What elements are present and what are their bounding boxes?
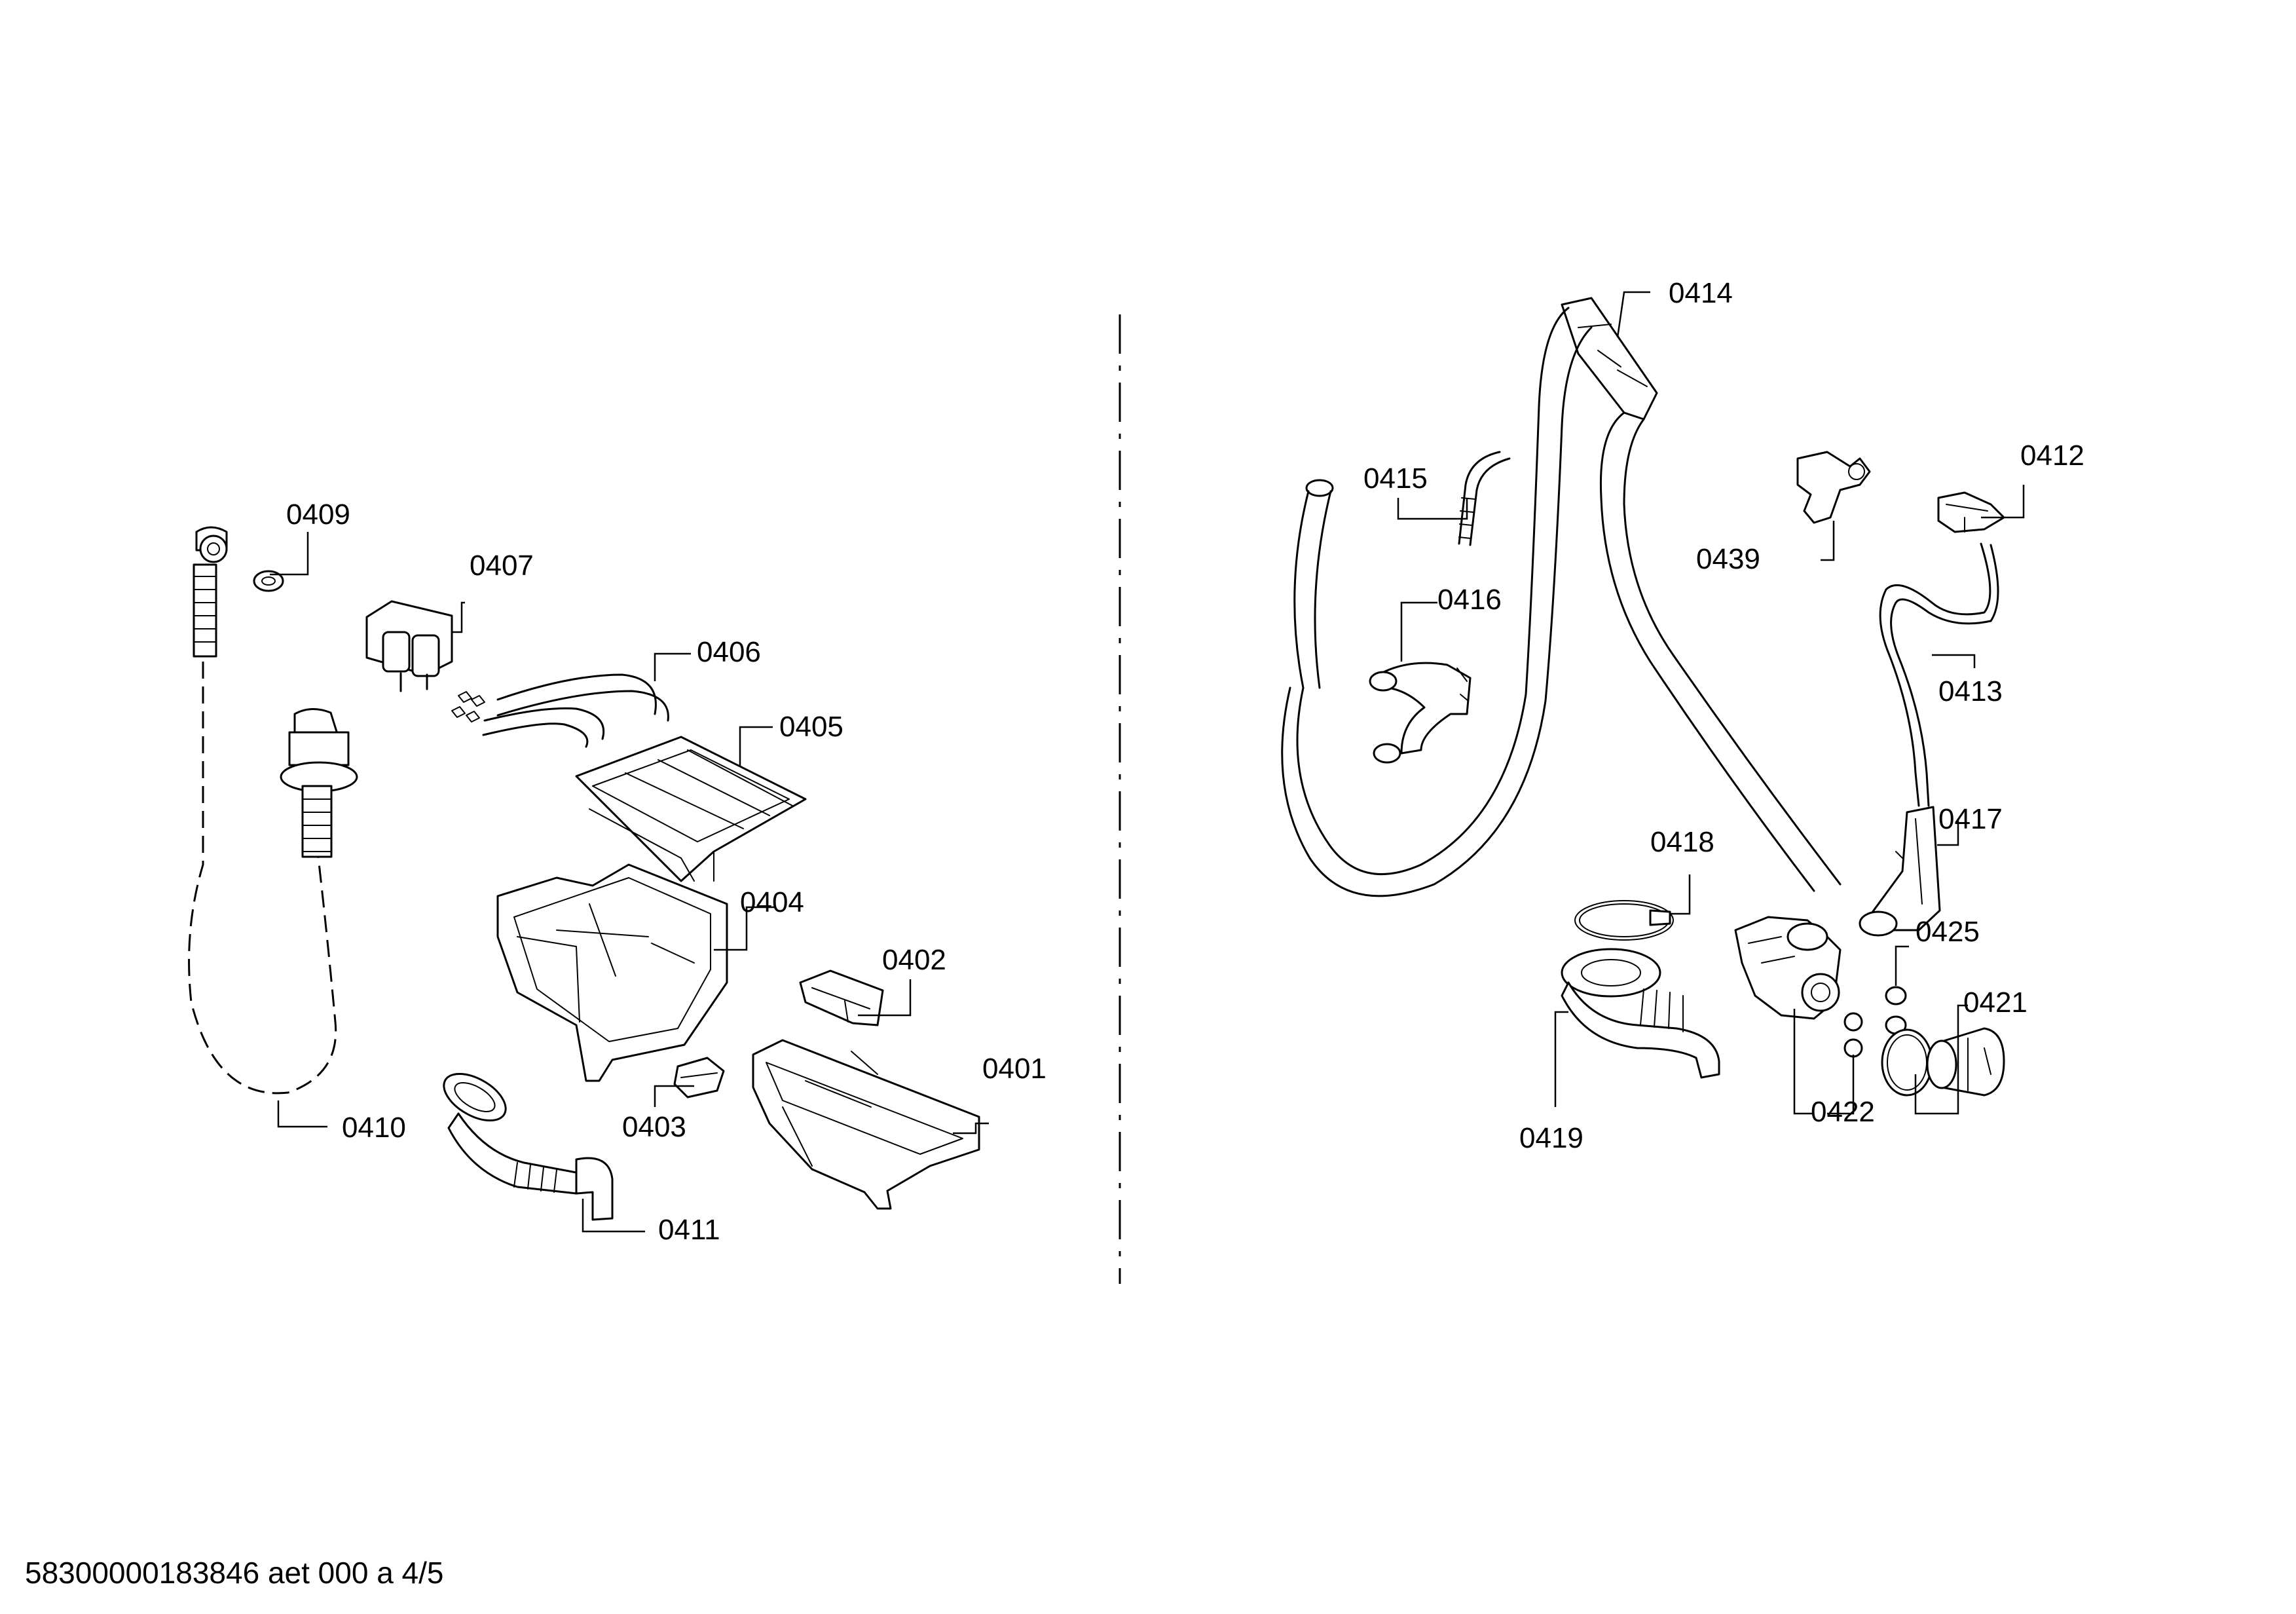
part-0417-air-trap [1859,806,1941,937]
part-0404-dispenser-housing [496,863,728,1082]
part-0401-detergent-drawer [752,1039,980,1210]
part-0407-inlet-valve [365,600,485,723]
callout-0403: 0403 [622,1111,686,1143]
callout-0418: 0418 [1650,826,1714,858]
part-0416-connector [1369,662,1472,764]
part-0405-dispenser-top [575,736,807,882]
callout-0412: 0412 [2020,440,2084,472]
callout-0413: 0413 [1938,675,2003,707]
callout-0405: 0405 [779,711,843,743]
callout-0425: 0425 [1916,916,1980,948]
part-0402-handle [799,969,884,1026]
callout-0407: 0407 [470,550,534,582]
callout-0417: 0417 [1938,803,2003,835]
part-0418-hose-clamp [1574,900,1674,941]
callout-0422: 0422 [1811,1096,1875,1128]
callout-0406: 0406 [697,636,761,668]
callout-0404: 0404 [740,886,804,918]
part-0409-inlet-hose [193,526,284,658]
callout-0439: 0439 [1696,543,1760,575]
callout-0410: 0410 [342,1112,406,1144]
part-0410-hose-set [188,662,358,1095]
callout-0414: 0414 [1669,277,1733,309]
callout-0419: 0419 [1519,1122,1583,1154]
callout-0402: 0402 [882,944,946,976]
callout-0416: 0416 [1437,584,1502,616]
leader-lines [270,291,2025,1233]
callout-0421: 0421 [1963,986,2028,1019]
callout-0401: 0401 [982,1053,1046,1085]
part-0412-pressure-switch [1937,491,2005,533]
callout-0411: 0411 [658,1214,720,1246]
part-0421-filter [1881,1027,2005,1097]
callout-0409: 0409 [286,498,350,531]
document-code: 58300000183846 aet 000 a 4/5 [25,1556,444,1590]
part-0414-drain-hose [1281,297,1842,897]
part-0425-screws [1885,986,1907,1035]
callout-0415: 0415 [1363,462,1428,495]
part-0403-flap [673,1057,725,1098]
part-0406-hoses [482,673,669,748]
part-0419-pump-bellows [1561,948,1720,1079]
part-0411-bellows-hose [443,1072,614,1221]
part-0439-clip [1796,451,1871,524]
part-0422-drain-pump [1734,916,1863,1058]
part-0413-pressure-tube [1879,542,1999,807]
